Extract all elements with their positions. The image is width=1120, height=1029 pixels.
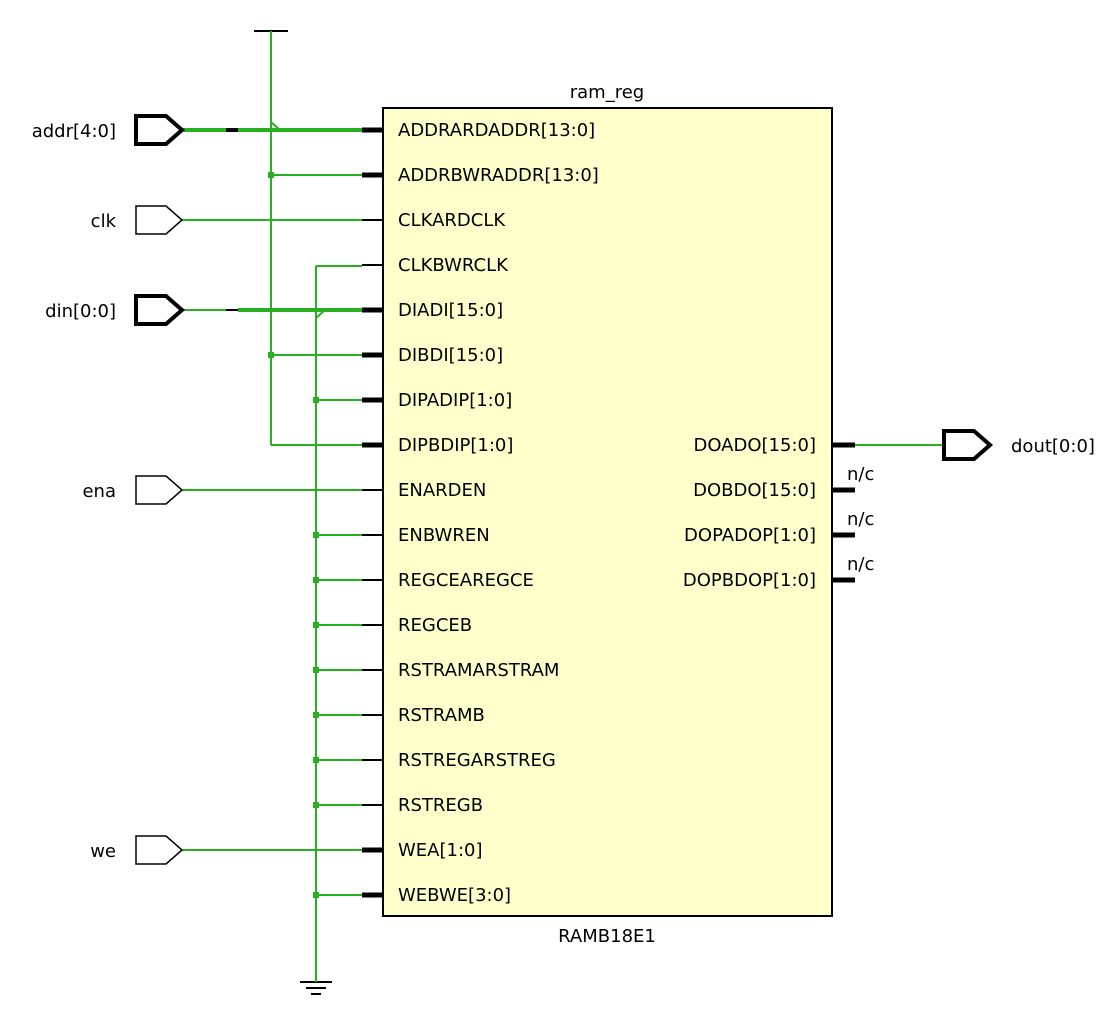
pin-label-addrbwraddr: ADDRBWRADDR[13:0] [398,165,599,186]
pin-label-rstramarstram: RSTRAMARSTRAM [398,660,559,681]
cell-instance-name: ram_reg [570,82,644,103]
junction-dot [313,892,319,898]
addr-net[interactable] [182,121,362,132]
junction-dot [268,172,274,178]
pin-label-enbwren: ENBWREN [398,525,490,546]
din-net[interactable] [182,308,362,319]
pin-label-rstregb: RSTREGB [398,795,483,816]
port-clk[interactable]: clk [91,205,184,235]
port-symbol[interactable] [135,835,184,865]
port-symbol[interactable] [134,114,186,146]
port-label-addr: addr[4:0] [32,121,116,142]
junction-dot [313,622,319,628]
pin-label-dibdi: DIBDI[15:0] [398,345,503,366]
port-label-ena: ena [82,481,116,502]
pin-label-dipadip: DIPADIP[1:0] [398,390,512,411]
pin-label-regcearegce: REGCEAREGCE [398,570,534,591]
junction-dot [313,757,319,763]
junction-dot [313,397,319,403]
port-symbol[interactable] [942,429,994,461]
pin-label-clkardclk: CLKARDCLK [398,210,506,231]
junction-dot [313,532,319,538]
pin-label-dopadop: DOPADOP[1:0] [684,525,816,546]
pin-label-dipbdip: DIPBDIP[1:0] [398,435,513,456]
port-dout[interactable]: dout[0:0] [942,429,1095,461]
pin-label-doado: DOADO[15:0] [693,435,816,456]
port-label-din: din[0:0] [45,301,116,322]
port-ena[interactable]: ena [82,475,184,505]
port-din[interactable]: din[0:0] [45,294,186,326]
pin-label-webwe: WEBWE[3:0] [398,885,511,906]
cell-pins: ADDRARDADDR[13:0] ADDRBWRADDR[13:0] CLKARD… [362,120,874,906]
port-label-dout: dout[0:0] [1011,436,1095,457]
pin-label-rstregarstreg: RSTREGARSTREG [398,750,556,771]
junction-dot [313,667,319,673]
pin-label-dopbdop: DOPBDOP[1:0] [683,570,816,591]
pin-label-diadi: DIADI[15:0] [398,300,503,321]
port-we[interactable]: we [90,835,184,865]
ground-symbol [300,981,332,995]
port-label-we: we [90,841,116,862]
pin-label-wea: WEA[1:0] [398,840,483,861]
junction-dot [268,352,274,358]
pin-label-clkbwrclk: CLKBWRCLK [398,255,509,276]
port-symbol[interactable] [135,205,184,235]
no-connect-label: n/c [847,509,874,530]
port-symbol[interactable] [135,475,184,505]
junction-dot [313,802,319,808]
cell-type-name: RAMB18E1 [558,926,656,947]
pin-label-addrardaddr: ADDRARDADDR[13:0] [398,120,595,141]
pin-label-rstramb: RSTRAMB [398,705,485,726]
junction-dot [313,712,319,718]
ram-block[interactable] [382,107,833,917]
junction-dot [313,577,319,583]
pin-label-enarden: ENARDEN [398,480,486,501]
pin-label-dobdo: DOBDO[15:0] [693,480,816,501]
port-symbol[interactable] [134,294,186,326]
pin-label-regceb: REGCEB [398,615,472,636]
no-connect-label: n/c [847,464,874,485]
port-label-clk: clk [91,211,117,232]
port-addr[interactable]: addr[4:0] [32,114,186,146]
no-connect-label: n/c [847,554,874,575]
io-ports: addr[4:0] clk din[0:0] ena we dout[0:0] [32,114,1095,865]
